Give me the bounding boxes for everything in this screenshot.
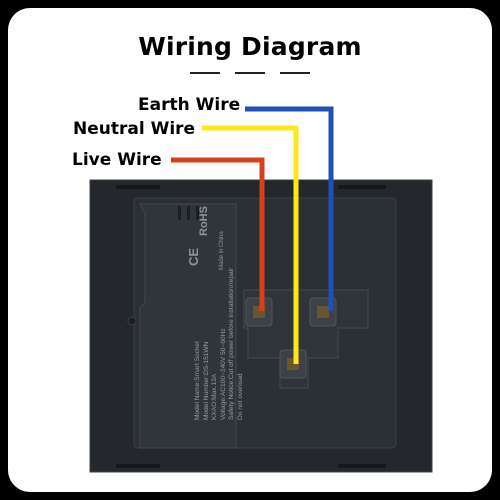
- diagram-card: Wiring Diagram Earth Wire Neutral Wire L…: [8, 8, 492, 492]
- title-dash: [235, 72, 265, 74]
- earth-wire: [245, 106, 334, 311]
- panel-notch: [187, 206, 190, 220]
- earth-terminal-screw: [317, 306, 329, 318]
- title-dash: [280, 72, 310, 74]
- spec-line: Safety Notice:Cut off power before insta…: [228, 267, 236, 420]
- neutral-wire-label: Neutral Wire: [73, 119, 196, 139]
- spec-text: Model Name:Smart Socket Model Number:DS-…: [194, 268, 246, 420]
- label-panel: [139, 203, 237, 449]
- spec-line: KXAO:Max.13A: [211, 373, 219, 420]
- ce-mark: CE: [186, 247, 201, 266]
- spec-line: Model Number:DS-151WN: [202, 341, 210, 420]
- spec-line: Voltage:AC100~240V 50~60Hz: [219, 328, 227, 420]
- diagram-title: Wiring Diagram: [138, 32, 362, 61]
- socket-diagram: [89, 106, 433, 473]
- live-wire: [171, 157, 265, 311]
- earth-wire-label: Earth Wire: [138, 95, 241, 115]
- terminal-block: [243, 289, 369, 389]
- live-wire-label: Live Wire: [72, 150, 162, 170]
- neutral-wire: [202, 125, 299, 364]
- rohs-mark: RoHS: [198, 206, 210, 236]
- mount-slot: [338, 464, 386, 468]
- panel-notch: [178, 206, 181, 220]
- spec-line: Do not overload: [236, 373, 244, 420]
- spec-line: Model Name:Smart Socket: [194, 341, 201, 420]
- mount-slot: [338, 185, 386, 189]
- mount-slot: [116, 185, 160, 189]
- mount-slot: [116, 464, 160, 468]
- screw-hole: [127, 316, 137, 326]
- title-dash: [190, 72, 220, 74]
- panel-notch: [196, 206, 199, 220]
- made-in-text: Made in China: [219, 231, 225, 270]
